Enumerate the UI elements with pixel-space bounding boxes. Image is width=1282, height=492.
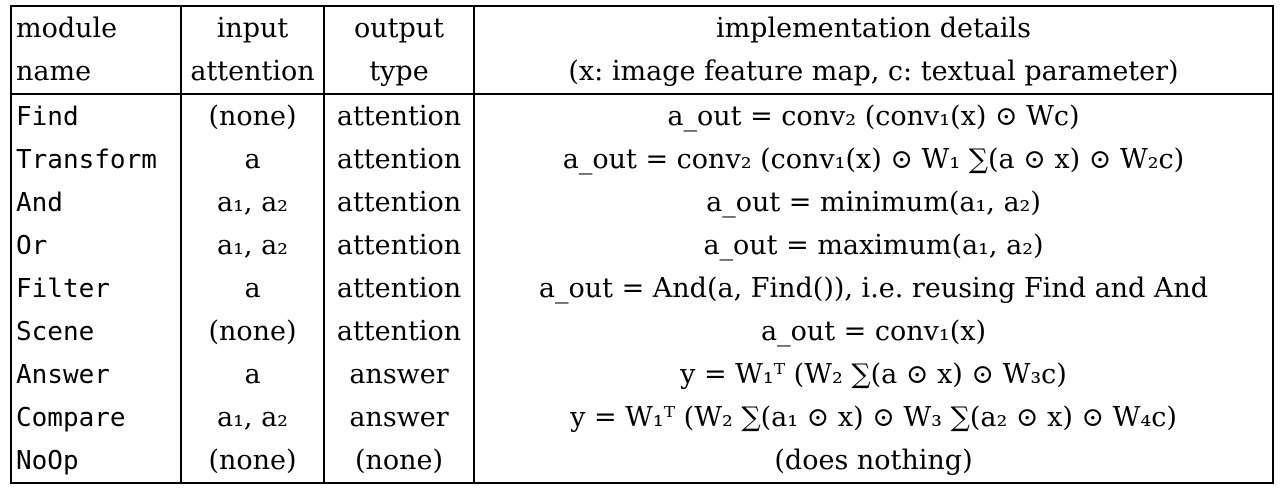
header-impl-2: (x: image feature map, c: textual parame… (473, 50, 1274, 95)
table-row: Compare a₁, a₂ answer y = W₁ᵀ (W₂ ∑(a₁ ⊙… (10, 396, 1274, 439)
header-impl: implementation details (473, 5, 1274, 50)
header-output: output (323, 5, 475, 50)
input-attention: a (180, 138, 325, 181)
table-row: And a₁, a₂ attention a_out = minimum(a₁,… (10, 181, 1274, 224)
implementation: a_out = And(a, Find()), i.e. reusing Fin… (473, 267, 1274, 310)
implementation: y = W₁ᵀ (W₂ ∑(a ⊙ x) ⊙ W₃c) (473, 353, 1274, 396)
implementation: (does nothing) (473, 439, 1274, 484)
output-type: attention (323, 138, 475, 181)
module-name: And (10, 181, 182, 224)
input-attention: a₁, a₂ (180, 396, 325, 439)
module-name: Transform (10, 138, 182, 181)
table-row: Answer a answer y = W₁ᵀ (W₂ ∑(a ⊙ x) ⊙ W… (10, 353, 1274, 396)
table-row: Transform a attention a_out = conv₂ (con… (10, 138, 1274, 181)
input-attention: (none) (180, 439, 325, 484)
implementation: a_out = maximum(a₁, a₂) (473, 224, 1274, 267)
input-attention: a₁, a₂ (180, 181, 325, 224)
output-type: answer (323, 353, 475, 396)
output-type: attention (323, 267, 475, 310)
input-attention: a₁, a₂ (180, 224, 325, 267)
table-row: Scene (none) attention a_out = conv₁(x) (10, 310, 1274, 353)
output-type: attention (323, 94, 475, 138)
header-row-2: name attention type (x: image feature ma… (10, 50, 1274, 95)
input-attention: (none) (180, 310, 325, 353)
implementation: a_out = minimum(a₁, a₂) (473, 181, 1274, 224)
header-input: input (180, 5, 325, 50)
header-row-1: module input output implementation detai… (10, 5, 1274, 50)
implementation: a_out = conv₂ (conv₁(x) ⊙ Wc) (473, 94, 1274, 138)
implementation: a_out = conv₁(x) (473, 310, 1274, 353)
implementation: a_out = conv₂ (conv₁(x) ⊙ W₁ ∑(a ⊙ x) ⊙ … (473, 138, 1274, 181)
input-attention: a (180, 353, 325, 396)
output-type: attention (323, 181, 475, 224)
table-row: Or a₁, a₂ attention a_out = maximum(a₁, … (10, 224, 1274, 267)
module-name: Find (10, 94, 182, 138)
output-type: attention (323, 224, 475, 267)
input-attention: a (180, 267, 325, 310)
module-name: Filter (10, 267, 182, 310)
module-table: module input output implementation detai… (10, 5, 1274, 484)
input-attention: (none) (180, 94, 325, 138)
table-row: Find (none) attention a_out = conv₂ (con… (10, 94, 1274, 138)
header-input-2: attention (180, 50, 325, 95)
header-module-2: name (10, 50, 182, 95)
output-type: answer (323, 396, 475, 439)
module-name: Or (10, 224, 182, 267)
module-table-container: module input output implementation detai… (10, 5, 1274, 484)
output-type: attention (323, 310, 475, 353)
module-name: NoOp (10, 439, 182, 484)
header-module: module (10, 5, 182, 50)
module-name: Answer (10, 353, 182, 396)
module-name: Scene (10, 310, 182, 353)
table-row: NoOp (none) (none) (does nothing) (10, 439, 1274, 484)
implementation: y = W₁ᵀ (W₂ ∑(a₁ ⊙ x) ⊙ W₃ ∑(a₂ ⊙ x) ⊙ W… (473, 396, 1274, 439)
table-row: Filter a attention a_out = And(a, Find()… (10, 267, 1274, 310)
header-output-2: type (323, 50, 475, 95)
module-name: Compare (10, 396, 182, 439)
output-type: (none) (323, 439, 475, 484)
